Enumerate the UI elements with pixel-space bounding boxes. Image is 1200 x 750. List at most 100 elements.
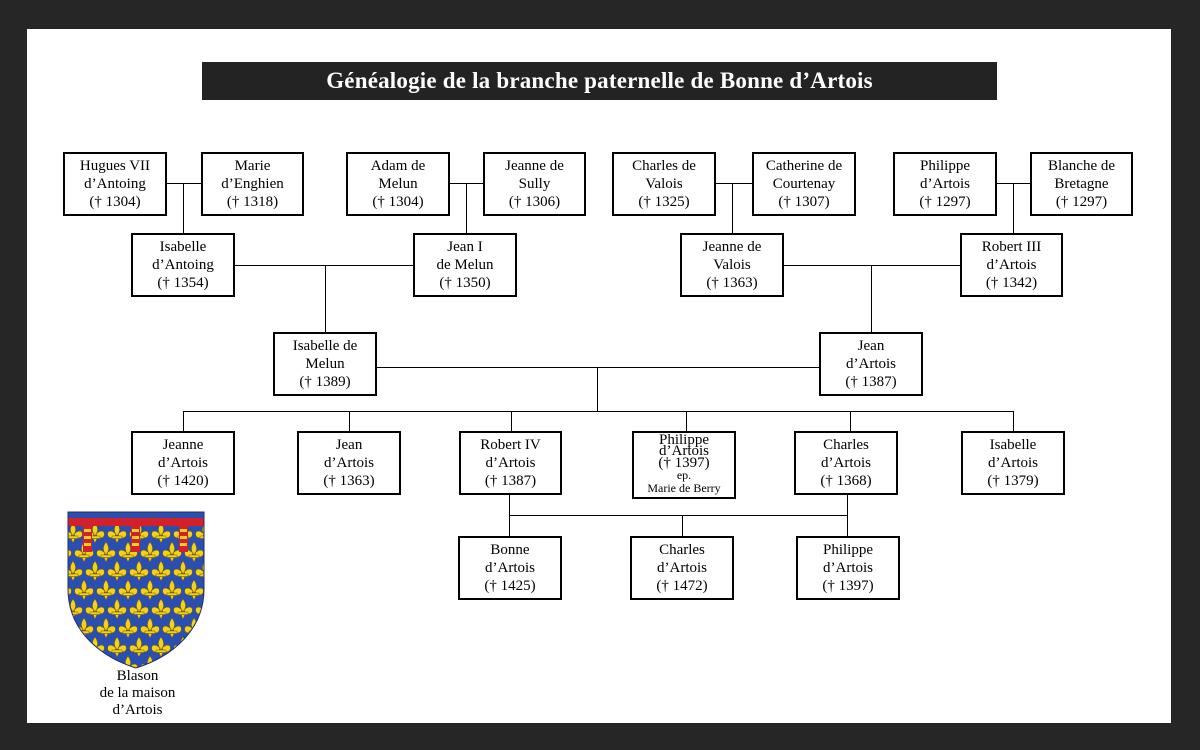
person-name: Melun xyxy=(378,176,418,192)
person-dates: († 1325) xyxy=(638,194,690,210)
person-dates: († 1420) xyxy=(157,473,209,489)
person-dates: († 1363) xyxy=(323,473,375,489)
person-name: Jeanne xyxy=(162,437,204,453)
genealogy-sheet xyxy=(27,29,1171,723)
person-philippe-artois-berry: Philippe d’Artois († 1397) ep. Marie de … xyxy=(632,431,736,499)
person-marie-enghien: Marie d’Enghien († 1318) xyxy=(201,152,304,216)
person-name: Charles de xyxy=(632,158,696,174)
fleur-de-lis-icon xyxy=(195,636,204,658)
person-dates: († 1363) xyxy=(706,275,758,291)
person-name: Melun xyxy=(305,356,345,372)
person-isabelle-melun: Isabelle de Melun († 1389) xyxy=(273,332,377,396)
person-name: d’Artois xyxy=(846,356,896,372)
person-dates: († 1397) xyxy=(822,578,874,594)
person-name: Robert III xyxy=(981,239,1042,255)
person-name: Isabelle de xyxy=(292,338,358,354)
person-dates: († 1297) xyxy=(919,194,971,210)
page-title: Généalogie de la branche paternelle de B… xyxy=(202,62,997,100)
person-name: Blanche de xyxy=(1047,158,1116,174)
person-dates: († 1307) xyxy=(778,194,830,210)
person-name: Marie xyxy=(234,158,271,174)
person-name: Valois xyxy=(645,176,683,192)
person-jeanne-sully: Jeanne de Sully († 1306) xyxy=(483,152,586,216)
person-name: Jeanne de xyxy=(505,158,564,174)
person-name: Isabelle xyxy=(159,239,207,255)
person-charles-artois-1472: Charles d’Artois († 1472) xyxy=(630,536,734,600)
person-name: Valois xyxy=(713,257,751,273)
person-name: Hugues VII xyxy=(79,158,151,174)
person-name: d’Artois xyxy=(988,455,1038,471)
person-name: d’Artois xyxy=(158,455,208,471)
person-name: d’Artois xyxy=(920,176,970,192)
person-name: d’Artois xyxy=(821,455,871,471)
person-dates: († 1397) xyxy=(658,455,710,471)
person-name: Bonne xyxy=(490,542,530,558)
person-name: Sully xyxy=(518,176,551,192)
person-philippe-artois-1397: Philippe d’Artois († 1397) xyxy=(796,536,900,600)
person-hugues-vii-antoing: Hugues VII d’Antoing († 1304) xyxy=(63,152,167,216)
fleur-de-lis-icon xyxy=(68,617,72,639)
person-name: d’Artois xyxy=(823,560,873,576)
person-name: Philippe xyxy=(658,432,709,448)
person-jean-artois-1363: Jean d’Artois († 1363) xyxy=(297,431,401,495)
person-name: d’Artois xyxy=(485,455,536,471)
person-dates: († 1387) xyxy=(845,374,897,390)
person-jeanne-artois: Jeanne d’Artois († 1420) xyxy=(131,431,235,495)
person-adam-melun: Adam de Melun († 1304) xyxy=(346,152,450,216)
person-name: d’Artois xyxy=(485,560,535,576)
person-jeanne-valois: Jeanne de Valois († 1363) xyxy=(680,233,784,297)
person-name: d’Antoing xyxy=(152,257,214,273)
person-name: Jean I xyxy=(447,239,483,255)
person-name: Philippe xyxy=(822,542,873,558)
person-name: Charles xyxy=(659,542,705,558)
person-isabelle-artois: Isabelle d’Artois († 1379) xyxy=(961,431,1065,495)
spouse-name: Marie de Berry xyxy=(647,481,721,495)
person-name: Robert IV xyxy=(480,437,541,453)
fleur-de-lis-icon xyxy=(68,636,83,658)
person-dates: († 1350) xyxy=(439,275,491,291)
blazon-caption-line: Blason xyxy=(116,668,159,684)
person-charles-valois: Charles de Valois († 1325) xyxy=(612,152,716,216)
person-name: d’Antoing xyxy=(84,176,146,192)
person-name: Charles xyxy=(823,437,869,453)
person-catherine-courtenay: Catherine de Courtenay († 1307) xyxy=(752,152,856,216)
person-name: Adam de xyxy=(370,158,426,174)
person-dates: († 1297) xyxy=(1055,194,1108,210)
blazon-caption-line: de la maison xyxy=(99,685,176,701)
person-isabelle-antoing: Isabelle d’Antoing († 1354) xyxy=(131,233,235,297)
person-name: Catherine de xyxy=(765,158,843,174)
person-dates: († 1342) xyxy=(985,275,1038,291)
person-robert-iv-artois: Robert IV d’Artois († 1387) xyxy=(459,431,562,495)
person-name: d’Artois xyxy=(657,560,707,576)
person-dates: († 1472) xyxy=(656,578,708,594)
person-name: Philippe xyxy=(919,158,970,174)
blazon-caption-line: d’Artois xyxy=(112,702,163,718)
person-name: Jean xyxy=(335,437,363,453)
person-name: Jeanne de xyxy=(702,239,762,255)
person-charles-artois-1368: Charles d’Artois († 1368) xyxy=(794,431,898,495)
marriage-label: ep. xyxy=(676,468,692,482)
coat-of-arms-icon xyxy=(67,511,205,669)
person-jean-i-melun: Jean I de Melun († 1350) xyxy=(413,233,517,297)
person-dates: († 1425) xyxy=(484,578,536,594)
person-dates: († 1389) xyxy=(299,374,351,390)
person-dates: († 1318) xyxy=(226,194,279,210)
person-dates: († 1306) xyxy=(508,194,561,210)
person-name: Isabelle xyxy=(989,437,1037,453)
person-name: Courtenay xyxy=(772,176,836,192)
person-name: d’Artois xyxy=(986,257,1037,273)
person-jean-artois: Jean d’Artois († 1387) xyxy=(819,332,923,396)
person-dates: († 1354) xyxy=(157,275,209,291)
person-dates: († 1304) xyxy=(89,194,141,210)
person-dates: († 1379) xyxy=(987,473,1039,489)
blazon-caption: Blason de la maison d’Artois xyxy=(70,668,205,719)
person-blanche-bretagne: Blanche de Bretagne († 1297) xyxy=(1030,152,1133,216)
person-name: d’Enghien xyxy=(221,176,284,192)
person-dates: († 1368) xyxy=(820,473,872,489)
person-bonne-artois: Bonne d’Artois († 1425) xyxy=(458,536,562,600)
person-robert-iii-artois: Robert III d’Artois († 1342) xyxy=(960,233,1063,297)
person-name: Bretagne xyxy=(1054,176,1109,192)
person-name: Jean xyxy=(857,338,885,354)
person-name: d’Artois xyxy=(659,443,709,459)
